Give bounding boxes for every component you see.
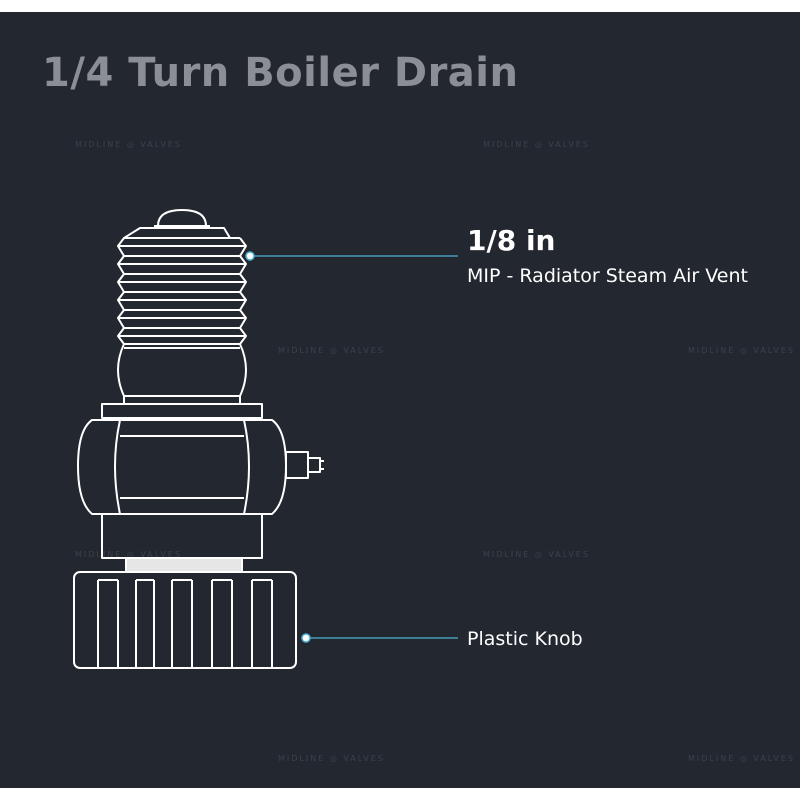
side-port — [285, 451, 309, 479]
thread-description: MIP - Radiator Steam Air Vent — [467, 265, 748, 287]
plastic-knob — [73, 571, 297, 669]
valve-neck — [117, 343, 247, 397]
valve-tip — [157, 209, 207, 227]
thread-size-label: 1/8 in — [467, 224, 556, 257]
knob-leader-dot — [301, 633, 311, 643]
watermark: MIDLINE ◎ VALVES — [278, 754, 385, 763]
valve-stem — [101, 513, 263, 559]
watermark: MIDLINE ◎ VALVES — [483, 550, 590, 559]
thread-profile — [117, 227, 247, 345]
watermark: MIDLINE ◎ VALVES — [688, 346, 795, 355]
watermark: MIDLINE ◎ VALVES — [688, 754, 795, 763]
watermark: MIDLINE ◎ VALVES — [75, 140, 182, 149]
knob-label: Plastic Knob — [467, 628, 583, 650]
knob-grooves — [97, 580, 273, 668]
diagram-panel: MIDLINE ◎ VALVES MIDLINE ◎ VALVES MIDLIN… — [0, 12, 800, 788]
knob-collar — [125, 557, 243, 573]
watermark: MIDLINE ◎ VALVES — [75, 550, 182, 559]
page-title: 1/4 Turn Boiler Drain — [42, 50, 519, 96]
thread-leader-dot — [245, 251, 255, 261]
valve-washer — [101, 403, 263, 419]
watermark: MIDLINE ◎ VALVES — [483, 140, 590, 149]
watermark: MIDLINE ◎ VALVES — [278, 346, 385, 355]
valve-illustration — [73, 209, 458, 669]
hex-body — [77, 419, 287, 515]
